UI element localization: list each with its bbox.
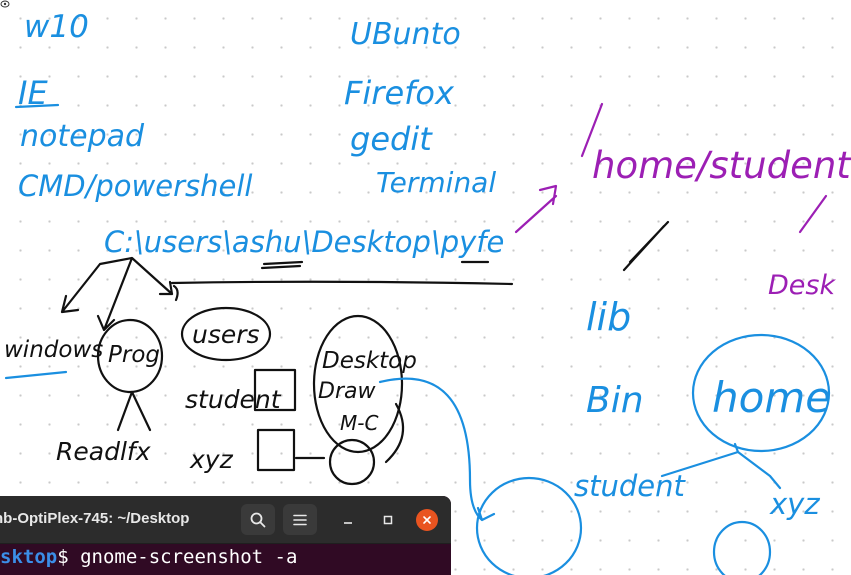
home-branches (660, 442, 782, 490)
hamburger-menu-icon (293, 514, 307, 525)
label-w10: w10 (24, 9, 89, 45)
tree-node-desktop-circle (312, 314, 404, 454)
tree-branches (60, 256, 179, 332)
student-node-label: student (574, 469, 686, 503)
home-node-circle (691, 333, 831, 453)
xyz-node-circle (712, 520, 772, 575)
maximize-button[interactable] (377, 509, 399, 531)
menu-button[interactable] (283, 504, 317, 535)
minimize-icon (344, 522, 352, 524)
student-box (253, 368, 297, 412)
label-terminal: Terminal (376, 166, 496, 199)
linux-path-slash-trail (798, 194, 828, 234)
tree-node-prog: Prog (108, 342, 160, 368)
desktop-file-circle (328, 438, 376, 486)
eye-icon[interactable] (0, 0, 10, 8)
desktop-arc (384, 402, 405, 464)
windows-underline (4, 370, 68, 380)
terminal-title: nb-OptiPlex-745: ~/Desktop (0, 510, 190, 527)
prog-branch (116, 390, 152, 432)
terminal-output[interactable]: sktop$ gnome-screenshot -a (0, 544, 451, 575)
arrow-to-linux (514, 184, 558, 234)
ie-underline (14, 103, 60, 109)
tree-node-desktop: Desktop (322, 348, 417, 374)
label-desk: Desk (768, 270, 836, 301)
terminal-command[interactable]: gnome-screenshot -a (68, 546, 298, 568)
tree-node-mc: M-C (340, 411, 378, 435)
label-windows-path: C:\users\ashu\Desktop\pyfe (104, 225, 504, 259)
prompt-symbol: $ (57, 546, 69, 568)
label-linux-path: home/student (592, 144, 851, 187)
close-button[interactable] (416, 509, 438, 531)
tree-node-prog-circle (96, 318, 164, 394)
tree-node-drawing: Draw (318, 379, 376, 404)
label-lib: lib (586, 295, 631, 339)
xyz-box (256, 428, 296, 472)
tree-node-windows: windows (4, 337, 103, 363)
path-baseline (170, 280, 514, 286)
terminal-titlebar[interactable]: nb-OptiPlex-745: ~/Desktop (0, 496, 451, 544)
label-cmd-powershell: CMD/powershell (18, 169, 252, 203)
double-slash (622, 220, 670, 272)
label-firefox: Firefox (344, 74, 455, 112)
xyz-node-label: xyz (769, 487, 820, 521)
tree-node-readlfx: Readlfx (56, 437, 151, 466)
linux-path-slash-lead (580, 102, 604, 158)
tree-node-users-circle (180, 306, 272, 362)
home-node-label: home (712, 373, 831, 422)
label-ubuntu: UBunto (350, 17, 461, 52)
tree-node-users: users (192, 320, 260, 349)
label-bin: Bin (586, 380, 644, 421)
path-underline-ashu (260, 260, 304, 270)
label-notepad: notepad (20, 119, 145, 154)
student-node-circle (475, 476, 583, 575)
search-button[interactable] (241, 504, 275, 535)
label-gedit: gedit (350, 120, 433, 158)
search-icon (250, 512, 266, 527)
tree-node-xyz: xyz (189, 445, 234, 474)
terminal-window[interactable]: nb-OptiPlex-745: ~/Desktop (0, 496, 451, 575)
maximize-icon (383, 515, 393, 525)
minimize-button[interactable] (337, 509, 359, 531)
close-icon (423, 516, 431, 524)
prompt-path: sktop (0, 546, 58, 568)
